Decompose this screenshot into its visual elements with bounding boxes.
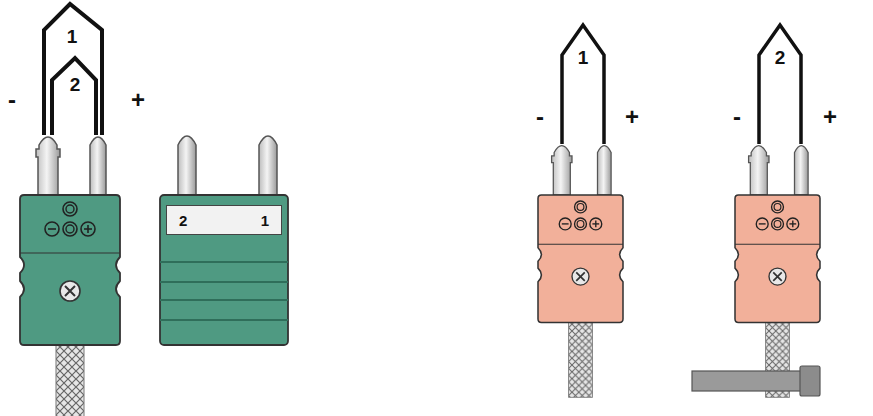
callout-number: 1	[67, 27, 78, 46]
plate-number: 1	[261, 213, 269, 228]
plate-number: 2	[179, 213, 187, 228]
callout-number: 2	[70, 75, 81, 94]
label-plate: 21	[166, 205, 282, 235]
polarity-sign: -	[536, 105, 544, 129]
polarity-sign: +	[131, 88, 145, 112]
polarity-sign: +	[823, 105, 837, 129]
callout-number: 1	[578, 48, 589, 67]
callout-number: 2	[775, 48, 786, 67]
polarity-sign: -	[8, 88, 16, 112]
polarity-sign: +	[625, 105, 639, 129]
polarity-sign: -	[733, 105, 741, 129]
